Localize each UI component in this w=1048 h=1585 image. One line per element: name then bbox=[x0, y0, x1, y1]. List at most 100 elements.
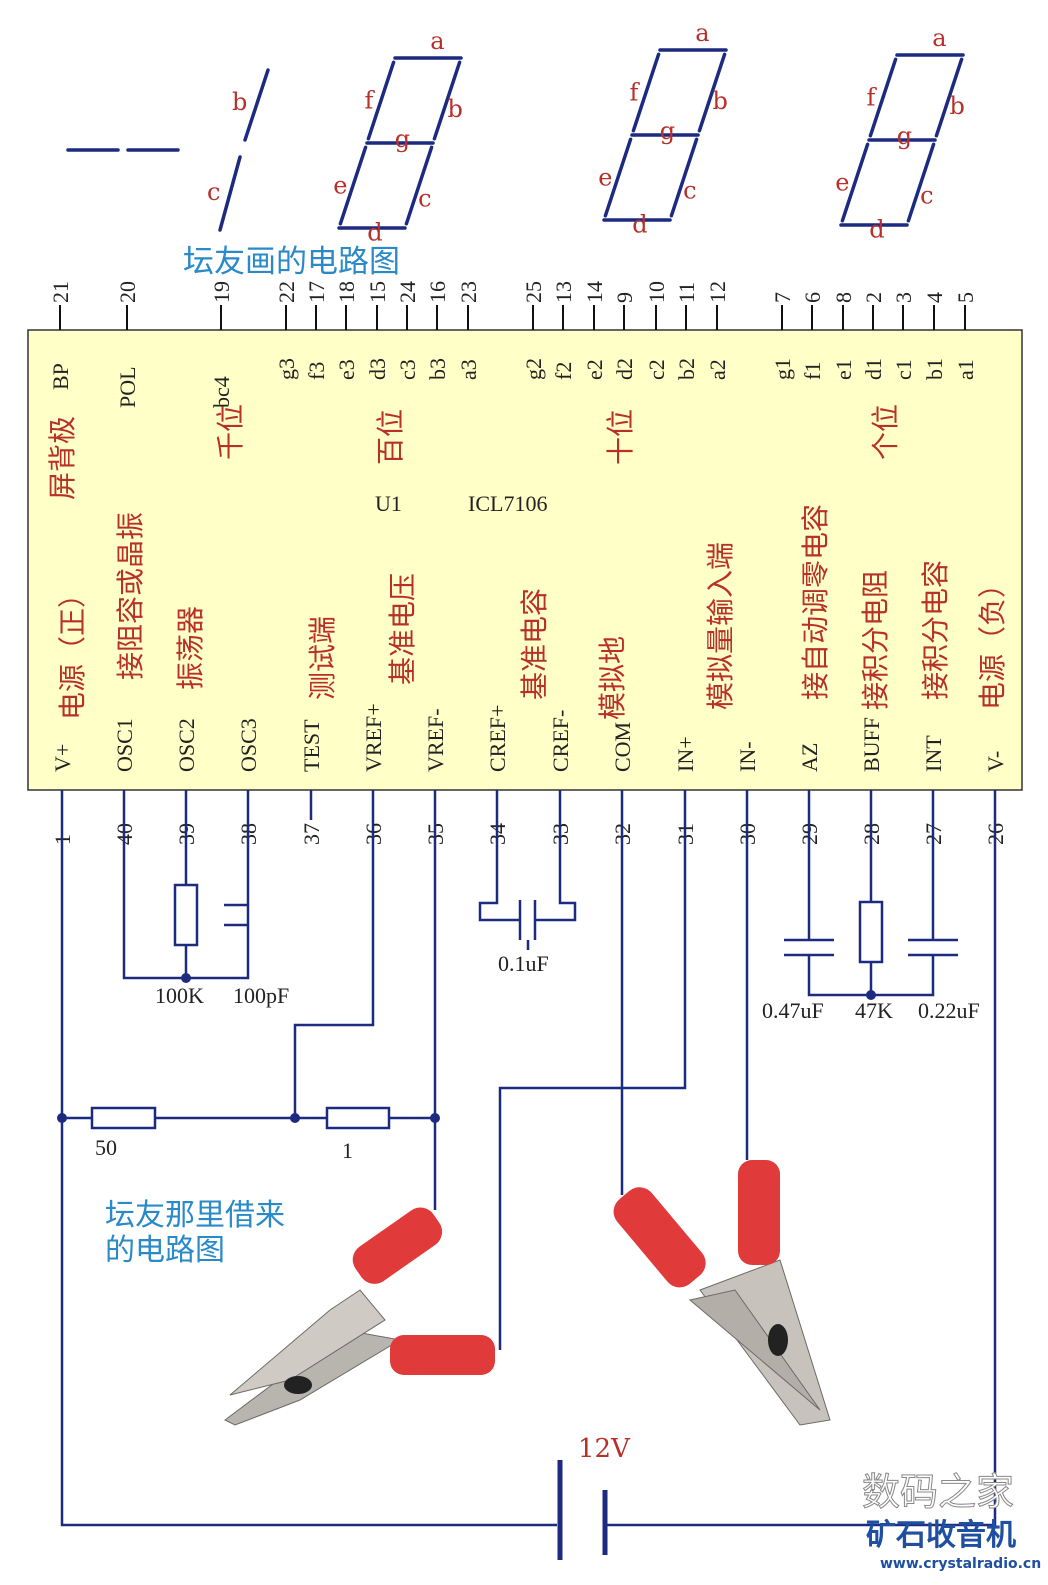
ones-label-b: b bbox=[950, 92, 965, 120]
tens-label-c: c bbox=[683, 176, 696, 204]
watermark-line1: 数码之家 bbox=[862, 1470, 1014, 1514]
pin-number: 18 bbox=[334, 281, 359, 303]
chip-body bbox=[27, 329, 1023, 791]
pin-name: OSC1 bbox=[112, 718, 137, 772]
pin-number: 9 bbox=[612, 292, 637, 303]
tens-segment-c bbox=[669, 137, 699, 218]
pin-name: OSC2 bbox=[174, 718, 199, 772]
pin-name: g3 bbox=[274, 358, 299, 380]
pin-name: e1 bbox=[831, 359, 856, 380]
ones-label-a: a bbox=[932, 24, 946, 52]
pin-name: BUFF bbox=[859, 717, 884, 772]
tens-segment-f bbox=[631, 52, 661, 133]
bottom-note: 测试端 bbox=[306, 616, 339, 700]
divider-resistor-50 bbox=[90, 1106, 157, 1130]
tens-label-b: b bbox=[713, 87, 728, 115]
pin-number: 20 bbox=[115, 281, 140, 303]
pin-name: d2 bbox=[612, 358, 637, 380]
osc-resistor bbox=[173, 883, 199, 947]
pin-name: d3 bbox=[365, 358, 390, 380]
int-capacitor-label: 0.22uF bbox=[918, 998, 980, 1023]
pin-number: 11 bbox=[674, 282, 699, 303]
pin-number: 2 bbox=[861, 292, 886, 303]
chip-ref: U1 bbox=[375, 491, 402, 516]
pin-name: c1 bbox=[891, 359, 916, 380]
battery-label: 12V bbox=[578, 1434, 631, 1464]
caption-bottom-line2: 的电路图 bbox=[105, 1233, 225, 1268]
tens-label-e: e bbox=[598, 164, 612, 192]
pin-number: 12 bbox=[705, 281, 730, 303]
chip-pins: 21BP20POL19bc422g317f318e315d324c316b323… bbox=[48, 281, 1008, 845]
pin-number: 14 bbox=[582, 281, 607, 303]
pin-name: f1 bbox=[800, 362, 825, 380]
pin-number: 19 bbox=[209, 281, 234, 303]
ones-label-e: e bbox=[835, 169, 849, 197]
pin-number: 17 bbox=[304, 281, 329, 303]
pin-number: 21 bbox=[48, 281, 73, 303]
hundreds-label-e: e bbox=[333, 172, 347, 200]
bottom-note: 基准电容 bbox=[518, 588, 551, 700]
hundreds-label-b: b bbox=[448, 95, 463, 123]
pin-name: d1 bbox=[861, 358, 886, 380]
az-capacitor-label: 0.47uF bbox=[762, 998, 824, 1023]
pin-name: g2 bbox=[521, 358, 546, 380]
pin-name: b1 bbox=[922, 358, 947, 380]
pin-number: 25 bbox=[521, 281, 546, 303]
bottom-note: 振荡器 bbox=[174, 606, 207, 690]
pin-number: 22 bbox=[274, 281, 299, 303]
tens-label-a: a bbox=[695, 19, 709, 47]
divider-r2-label: 1 bbox=[342, 1138, 353, 1163]
caption-bottom-line1: 坛友那里借来 bbox=[105, 1198, 285, 1233]
bottom-note: 接阻容或晶振 bbox=[114, 512, 147, 680]
ones-label-d: d bbox=[869, 215, 884, 243]
ones-segment-f bbox=[868, 57, 898, 138]
hundreds-label-d: d bbox=[367, 218, 382, 246]
hundreds-segment-c bbox=[404, 145, 434, 226]
pin-name: e3 bbox=[334, 359, 359, 380]
pin-number: 4 bbox=[922, 292, 947, 303]
pin-number: 13 bbox=[551, 281, 576, 303]
pin-name: V- bbox=[983, 751, 1008, 772]
hundreds-segment-b bbox=[432, 60, 462, 141]
tens-label-f: f bbox=[630, 79, 641, 107]
watermark: 数码之家 矿石收音机 www.crystalradio.cn bbox=[862, 1470, 1042, 1573]
caption-top: 坛友画的电路图 bbox=[183, 244, 400, 280]
pin-number: 16 bbox=[425, 281, 450, 303]
pin-number: 23 bbox=[456, 281, 481, 303]
ones-segment-c bbox=[906, 142, 936, 223]
pin-number: 8 bbox=[831, 292, 856, 303]
pin-name: e2 bbox=[582, 359, 607, 380]
pin-name: c2 bbox=[644, 359, 669, 380]
pin-name: VREF- bbox=[423, 708, 448, 772]
hundreds-segment-f bbox=[366, 60, 396, 141]
pin-name: f3 bbox=[304, 362, 329, 380]
tens-segment-e bbox=[603, 137, 633, 218]
pin-name: TEST bbox=[299, 719, 324, 772]
pin-name: AZ bbox=[797, 743, 822, 772]
pin-name: POL bbox=[115, 366, 140, 408]
tens-label-d: d bbox=[632, 210, 647, 238]
divider-r1-label: 50 bbox=[95, 1135, 117, 1160]
pin-name: g1 bbox=[770, 358, 795, 380]
pin-number: 7 bbox=[770, 292, 795, 303]
bottom-note: 接积分电容 bbox=[919, 560, 952, 700]
pin-name: VREF+ bbox=[361, 703, 386, 772]
chip-part: ICL7106 bbox=[468, 491, 547, 516]
bottom-note: 接自动调零电容 bbox=[799, 504, 832, 700]
hundreds-label-f: f bbox=[365, 87, 376, 115]
pin-name: c3 bbox=[395, 359, 420, 380]
pin-name: f2 bbox=[551, 362, 576, 380]
pin-name: OSC3 bbox=[236, 718, 261, 772]
thousands-segment-c bbox=[218, 155, 242, 232]
tens-segment-b bbox=[697, 52, 727, 133]
bottom-note: 电源（正） bbox=[56, 580, 89, 720]
bottom-note: 模拟地 bbox=[596, 636, 629, 720]
ones-segment-e bbox=[840, 142, 870, 223]
watermark-line2: 矿石收音机 bbox=[866, 1518, 1016, 1553]
bottom-note: 模拟量输入端 bbox=[704, 542, 737, 710]
pin-name: a1 bbox=[953, 359, 978, 380]
int-resistor-label: 47K bbox=[855, 998, 893, 1023]
thousands-label-b: b bbox=[232, 88, 247, 116]
ones-label-f: f bbox=[867, 84, 878, 112]
